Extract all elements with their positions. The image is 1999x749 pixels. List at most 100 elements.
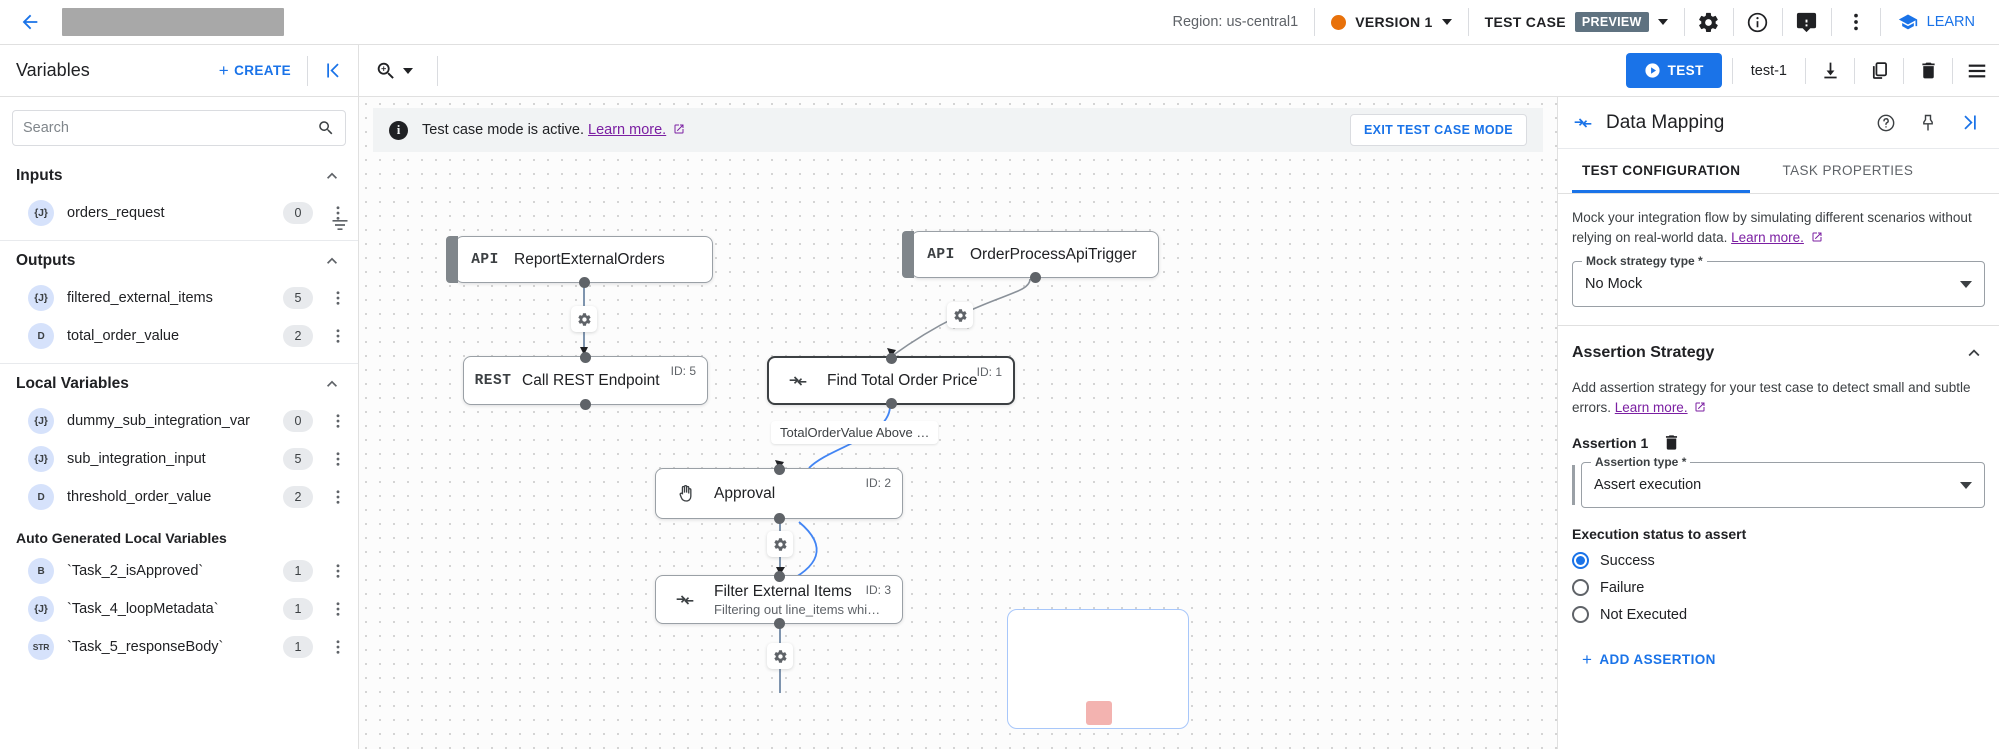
variable-menu-icon[interactable] (326, 488, 350, 506)
create-variable-button[interactable]: + CREATE (211, 56, 299, 85)
tab-test-configuration[interactable]: TEST CONFIGURATION (1572, 149, 1751, 193)
node-call-rest-endpoint[interactable]: REST Call REST Endpoint ID: 5 (463, 351, 708, 410)
chevron-up-icon[interactable] (322, 166, 342, 186)
node-input-port[interactable] (580, 351, 591, 363)
node-output-port[interactable] (773, 617, 785, 629)
node-output-port[interactable] (1029, 271, 1041, 283)
variable-menu-icon[interactable] (326, 450, 350, 468)
chevron-up-icon[interactable] (322, 251, 342, 271)
learn-button[interactable]: LEARN (1883, 12, 1989, 32)
node-filter-external-items[interactable]: Filter External Items Filtering out line… (655, 570, 903, 629)
node-find-total-order-price[interactable]: Find Total Order Price ID: 1 (767, 352, 1015, 409)
variable-menu-icon[interactable] (326, 638, 350, 656)
variable-menu-icon[interactable] (326, 600, 350, 618)
help-icon[interactable] (1871, 108, 1901, 138)
radio-button-icon[interactable] (1572, 552, 1589, 570)
radio-button-icon[interactable] (1572, 579, 1589, 597)
node-input-port[interactable] (773, 463, 785, 475)
edge-settings-gear-icon[interactable] (767, 643, 793, 669)
integration-canvas[interactable]: i Test case mode is active. Learn more. … (359, 97, 1557, 749)
node-report-external-orders[interactable]: API ReportExternalOrders (446, 236, 713, 288)
node-input-port[interactable] (773, 570, 785, 582)
mock-strategy-label: Mock strategy type * (1582, 254, 1707, 269)
variable-count: 2 (283, 486, 313, 508)
variable-menu-icon[interactable] (326, 327, 350, 345)
radio-button-icon[interactable] (1572, 606, 1589, 624)
radio-success[interactable]: Success (1572, 552, 1985, 570)
delete-assertion-icon[interactable] (1662, 433, 1681, 452)
chevron-down-icon (1960, 280, 1972, 288)
banner-learn-more-link[interactable]: Learn more. (588, 122, 667, 138)
test-case-selector[interactable]: TEST CASE PREVIEW (1471, 12, 1682, 32)
edge-condition-label[interactable]: TotalOrderValue Above … (771, 421, 939, 444)
variable-row-threshold-order-value[interactable]: D threshold_order_value 2 (0, 478, 358, 516)
download-button[interactable] (1808, 49, 1852, 93)
info-button[interactable] (1736, 0, 1780, 44)
chevron-down-icon (1960, 481, 1972, 489)
edge-wires (580, 278, 1031, 693)
sort-variables-icon[interactable] (330, 215, 350, 240)
create-label: CREATE (234, 63, 291, 78)
pin-icon[interactable] (1913, 108, 1943, 138)
assertion-item-header: Assertion 1 (1572, 433, 1985, 452)
collapse-right-icon[interactable] (1955, 108, 1985, 138)
collapse-sidebar-icon[interactable] (316, 55, 348, 87)
variable-row-filtered-external-items[interactable]: {J} filtered_external_items 5 (0, 279, 358, 317)
node-subtitle: Filtering out line_items whi… (714, 601, 881, 617)
variable-row-dummy-sub-integration-var[interactable]: {J} dummy_sub_integration_var 0 (0, 402, 358, 440)
chevron-down-icon (1657, 19, 1668, 25)
mock-strategy-field[interactable]: Mock strategy type * No Mock (1572, 254, 1985, 308)
variable-menu-icon[interactable] (326, 412, 350, 430)
top-bar: Region: us-central1 VERSION 1 TEST CASE … (0, 0, 1999, 45)
variable-row-task-2-isapproved[interactable]: B `Task_2_isApproved` 1 (0, 552, 358, 590)
settings-button[interactable] (1687, 0, 1731, 44)
variable-row-orders-request[interactable]: {J} orders_request 0 (0, 194, 358, 232)
api-icon: API (912, 247, 970, 263)
add-assertion-button[interactable]: + ADD ASSERTION (1572, 643, 1726, 676)
edge-settings-gear-icon[interactable] (767, 531, 793, 557)
edge-settings-gear-icon[interactable] (947, 302, 973, 328)
feedback-button[interactable] (1785, 0, 1829, 44)
variable-menu-icon[interactable] (326, 562, 350, 580)
back-arrow-icon[interactable] (10, 2, 50, 42)
variable-menu-icon[interactable] (326, 204, 350, 222)
node-output-port[interactable] (580, 398, 591, 410)
edge-settings-gear-icon[interactable] (571, 306, 597, 332)
play-circle-icon (1645, 63, 1660, 78)
search-input[interactable] (23, 120, 309, 136)
assertion-type-select[interactable]: Assert execution (1581, 462, 1985, 509)
node-output-port[interactable] (773, 512, 785, 524)
assertion-type-field[interactable]: Assertion type * Assert execution (1581, 455, 1985, 509)
exit-test-case-mode-button[interactable]: EXIT TEST CASE MODE (1349, 114, 1527, 146)
delete-button[interactable] (1906, 49, 1950, 93)
mock-strategy-select[interactable]: No Mock (1572, 261, 1985, 308)
radio-not-executed[interactable]: Not Executed (1572, 606, 1985, 624)
chevron-up-icon[interactable] (1963, 342, 1985, 364)
more-options-button[interactable] (1834, 0, 1878, 44)
chevron-up-icon[interactable] (322, 374, 342, 394)
assertion-learn-more-link[interactable]: Learn more. (1614, 399, 1688, 415)
variable-menu-icon[interactable] (326, 289, 350, 307)
radio-failure[interactable]: Failure (1572, 579, 1985, 597)
list-view-button[interactable] (1955, 49, 1999, 93)
divider (1952, 57, 1953, 84)
type-chip-string: STR (28, 634, 54, 660)
duplicate-button[interactable] (1857, 49, 1901, 93)
variable-row-sub-integration-input[interactable]: {J} sub_integration_input 5 (0, 440, 358, 478)
test-case-name[interactable]: test-1 (1750, 62, 1787, 79)
variable-row-task-4-loopmetadata[interactable]: {J} `Task_4_loopMetadata` 1 (0, 590, 358, 628)
node-output-port[interactable] (885, 397, 897, 409)
node-output-port[interactable] (578, 276, 590, 288)
search-box[interactable] (12, 110, 346, 146)
version-selector[interactable]: VERSION 1 (1317, 14, 1465, 30)
node-approval[interactable]: Approval ID: 2 (655, 463, 903, 524)
zoom-control[interactable] (359, 60, 429, 82)
tab-task-properties[interactable]: TASK PROPERTIES (1782, 163, 1914, 178)
node-order-process-api-trigger[interactable]: API OrderProcessApiTrigger (902, 231, 1159, 283)
node-input-port[interactable] (885, 352, 897, 364)
variable-row-task-5-responsebody[interactable]: STR `Task_5_responseBody` 1 (0, 628, 358, 666)
mock-strategy-value: No Mock (1585, 276, 1643, 293)
variable-row-total-order-value[interactable]: D total_order_value 2 (0, 317, 358, 355)
mock-learn-more-link[interactable]: Learn more. (1731, 229, 1804, 245)
run-test-button[interactable]: TEST (1625, 53, 1722, 88)
